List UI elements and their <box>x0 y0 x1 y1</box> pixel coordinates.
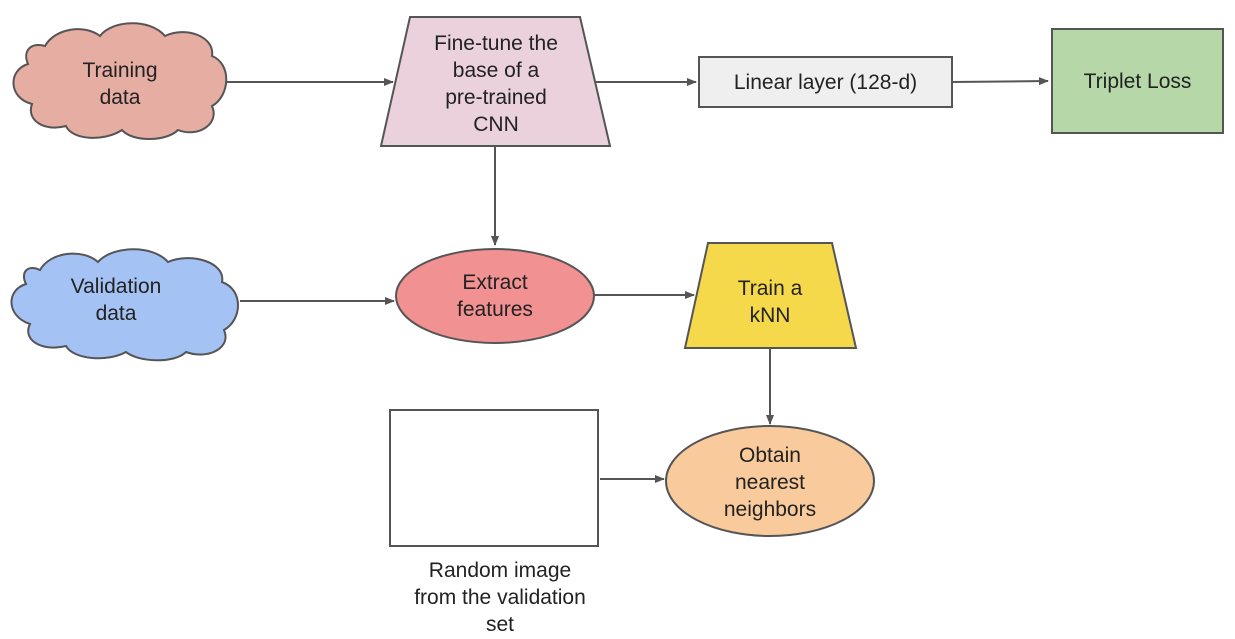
obtain-neighbors-shape <box>665 425 875 537</box>
validation-data-cloud <box>10 248 239 362</box>
triplet-loss-label: Triplet Loss <box>1083 69 1192 93</box>
training-data-label: Training data <box>82 59 158 109</box>
triplet-loss-shape <box>1051 28 1224 134</box>
finetune-cnn-label: Fine-tune the base of a pre-trained CNN <box>434 32 558 136</box>
train-knn-label: Train a kNN <box>737 277 803 327</box>
random-image-caption: Random image from the validation set <box>414 558 586 636</box>
linear-layer-shape <box>698 56 953 108</box>
validation-data-label: Validation data <box>70 275 162 325</box>
edge-linear-to-triplet <box>951 77 1049 86</box>
training-data-cloud <box>12 22 228 140</box>
extract-features-label: Extract features <box>457 271 533 321</box>
random-image-frame <box>389 409 599 547</box>
obtain-neighbors-label: Obtain nearest neighbors <box>723 443 817 521</box>
train-knn-shape <box>683 242 858 349</box>
extract-features-shape <box>395 248 595 344</box>
edges <box>222 77 1049 483</box>
linear-layer-label: Linear layer (128-d) <box>733 70 918 94</box>
finetune-cnn-shape <box>379 16 612 147</box>
